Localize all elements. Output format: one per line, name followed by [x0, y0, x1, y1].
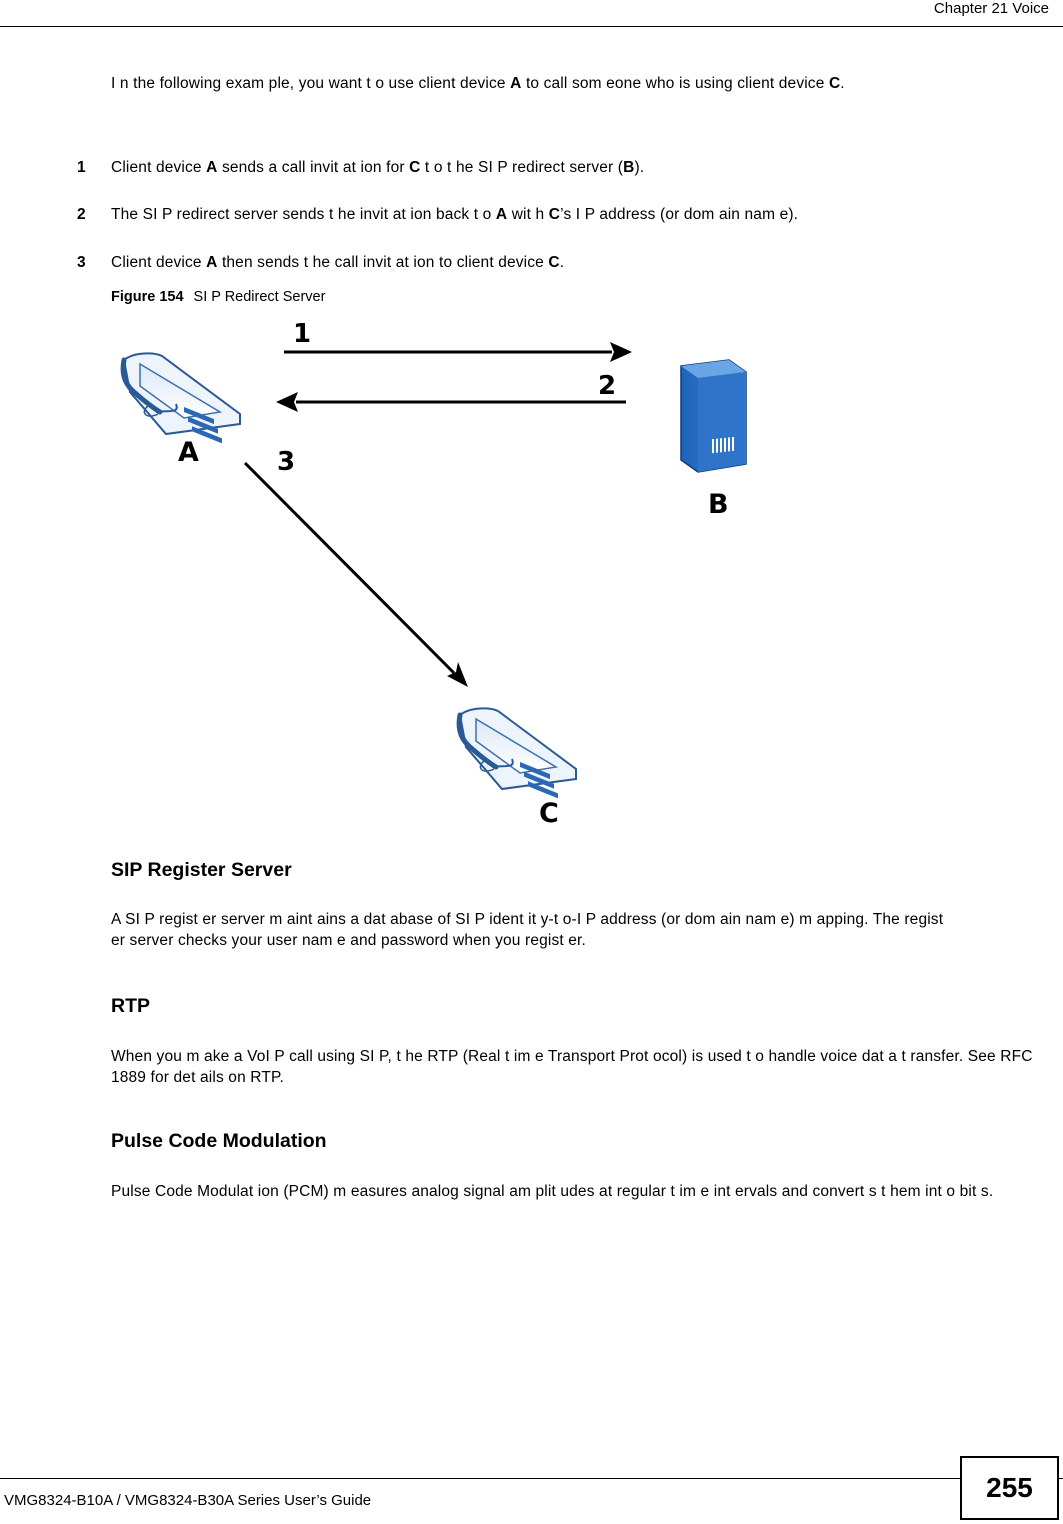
step-text: Client device A sends a call invit at io… — [111, 159, 645, 176]
intro-device-c: C — [828, 75, 841, 92]
arrow-number-2: 2 — [598, 371, 616, 401]
chapter-header: Chapter 21 Voice — [933, 0, 1049, 17]
footer-divider — [0, 1478, 1063, 1479]
step-number: 2 — [77, 206, 86, 223]
intro-text: . — [840, 75, 845, 92]
phone-a-icon — [120, 352, 241, 444]
device-label-a: A — [178, 437, 199, 468]
intro-text: to call som eone who is using client dev… — [521, 75, 829, 92]
section-body: Pulse Code Modulat ion (PCM) m easures a… — [111, 1183, 994, 1200]
intro-text: I n the following exam ple, you want t o… — [111, 75, 511, 92]
section-body: When you m ake a VoI P call using SI P, … — [111, 1048, 1033, 1086]
arrow-1 — [284, 342, 632, 362]
figure-label: Figure 154 — [111, 289, 184, 305]
device-label-c: C — [539, 798, 559, 829]
figure-title: SI P Redirect Server — [193, 289, 326, 305]
server-b-icon — [680, 306, 747, 473]
intro-paragraph: I n the following exam ple, you want t o… — [111, 73, 1046, 94]
section-heading: SIP Register Server — [111, 859, 292, 881]
sip-redirect-diagram: 1 2 3 — [120, 306, 747, 829]
arrow-3 — [243, 461, 468, 687]
figure-caption: Figure 154 SI P Redirect Server — [111, 289, 325, 305]
step-number: 3 — [77, 254, 86, 271]
section-heading: RTP — [111, 995, 150, 1017]
step-text: Client device A then sends t he call inv… — [111, 254, 565, 271]
step-text: The SI P redirect server sends t he invi… — [111, 206, 799, 223]
section-body: A SI P regist er server m aint ains a da… — [111, 911, 944, 949]
arrow-2 — [276, 392, 626, 412]
arrow-number-3: 3 — [277, 447, 295, 477]
intro-device-a: A — [510, 75, 522, 92]
page-number: 255 — [960, 1456, 1059, 1520]
device-label-b: B — [708, 489, 729, 520]
header-divider — [0, 26, 1063, 27]
guide-title: VMG8324-B10A / VMG8324-B30A Series User’… — [4, 1492, 372, 1509]
phone-c-icon — [456, 707, 577, 799]
section-heading: Pulse Code Modulation — [111, 1130, 327, 1152]
arrow-number-1: 1 — [293, 319, 311, 349]
step-number: 1 — [77, 159, 86, 176]
